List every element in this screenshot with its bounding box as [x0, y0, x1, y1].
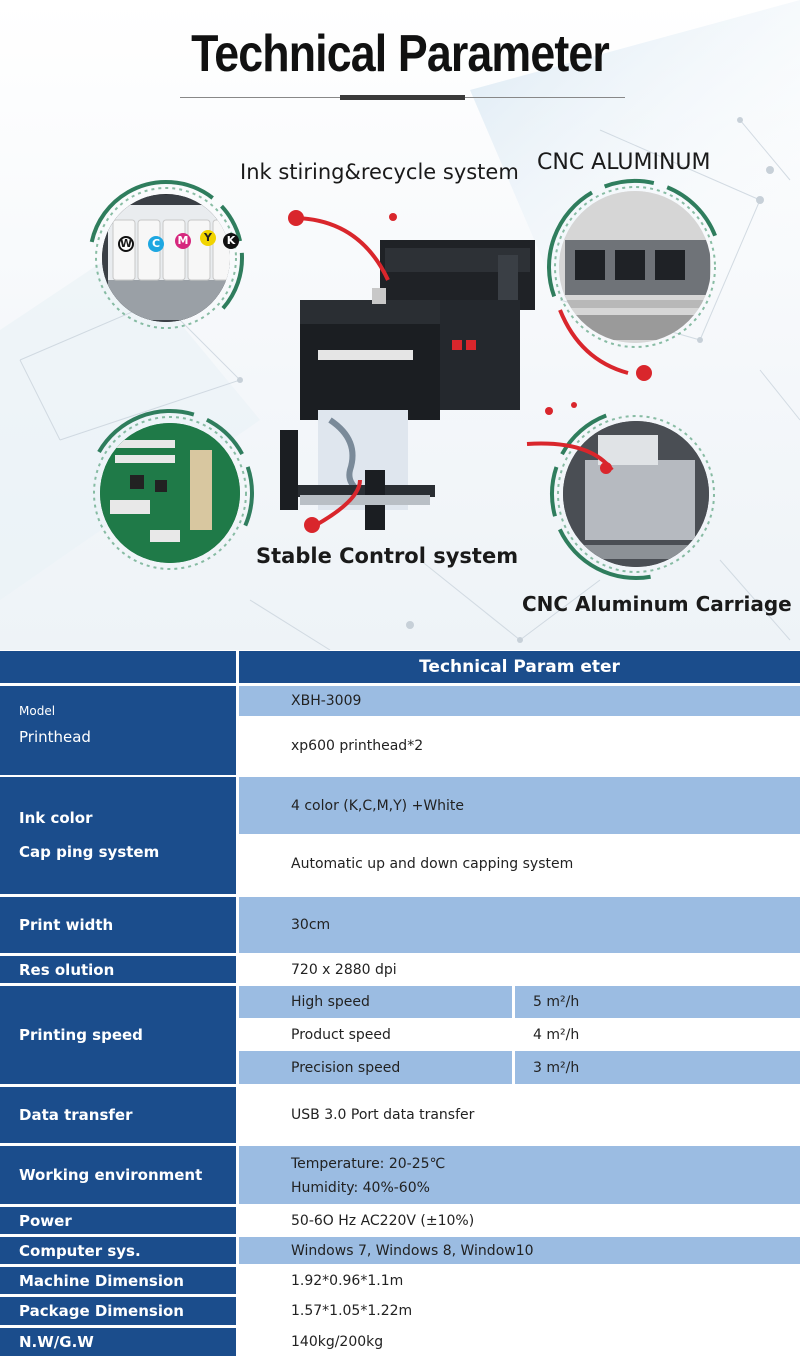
value-package-dimension: 1.57*1.05*1.22m	[239, 1297, 800, 1325]
ink-bottle-y: Y	[200, 230, 216, 246]
table-header-blank	[0, 651, 236, 683]
value-power: 50-6O Hz AC220V (±10%)	[239, 1207, 800, 1234]
callout-aluminum-carriage: CNC Aluminum Carriage	[522, 592, 792, 616]
value-computer-sys: Windows 7, Windows 8, Window10	[239, 1237, 800, 1264]
label-model: Model	[19, 704, 56, 718]
speed-rate-product: 4 m²/h	[515, 1018, 800, 1051]
value-machine-dimension: 1.92*0.96*1.1m	[239, 1267, 800, 1294]
speed-mode-high: High speed	[239, 986, 512, 1018]
label-ink-color: Ink color	[19, 809, 93, 827]
value-printhead: xp600 printhead*2	[239, 716, 800, 775]
callout-control-system: Stable Control system	[256, 544, 519, 568]
value-resolution: 720 x 2880 dpi	[239, 956, 800, 983]
value-capping: Automatic up and down capping system	[239, 834, 800, 894]
value-print-width: 30cm	[239, 897, 800, 953]
speed-mode-product: Product speed	[239, 1018, 512, 1051]
speed-mode-precision: Precision speed	[239, 1051, 512, 1084]
label-resolution: Res olution	[0, 956, 236, 983]
title-divider-accent	[340, 95, 465, 100]
value-data-transfer: USB 3.0 Port data transfer	[239, 1087, 800, 1143]
label-ink-capping: Ink color Cap ping system	[0, 777, 236, 894]
label-printing-speed: Printing speed	[0, 986, 236, 1084]
label-printhead: Printhead	[19, 728, 91, 746]
value-working-environment: Temperature: 20-25℃ Humidity: 40%-60%	[239, 1146, 800, 1204]
value-temperature: Temperature: 20-25℃	[291, 1156, 446, 1172]
value-ink-color: 4 color (K,C,M,Y) +White	[239, 777, 800, 834]
label-print-width: Print width	[0, 897, 236, 953]
label-weight: N.W/G.W	[0, 1328, 236, 1356]
ink-bottle-c: C	[148, 236, 164, 252]
label-computer-sys: Computer sys.	[0, 1237, 236, 1264]
callout-cnc-aluminum: CNC ALUMINUM	[537, 150, 711, 175]
callout-ink-system: Ink stiring&recycle system	[240, 160, 519, 184]
label-model-printhead: Model Printhead	[0, 686, 236, 775]
value-model: XBH-3009	[239, 686, 800, 716]
page-title: Technical Parameter	[191, 25, 610, 83]
speed-rate-high: 5 m²/h	[515, 986, 800, 1018]
ink-bottle-w: W	[118, 236, 134, 252]
label-machine-dimension: Machine Dimension	[0, 1267, 236, 1294]
table-title: Technical Param eter	[239, 651, 800, 683]
label-capping: Cap ping system	[19, 843, 160, 861]
ink-bottle-m: M	[175, 233, 191, 249]
spec-table: Technical Param eter Model Printhead XBH…	[0, 651, 800, 1370]
label-package-dimension: Package Dimension	[0, 1297, 236, 1325]
value-weight: 140kg/200kg	[239, 1328, 800, 1356]
label-working-environment: Working environment	[0, 1146, 236, 1204]
label-power: Power	[0, 1207, 236, 1234]
speed-rate-precision: 3 m²/h	[515, 1051, 800, 1084]
product-hero: W C M Y K Technical Parameter Ink stirin…	[0, 0, 800, 650]
printer-illustration	[280, 240, 535, 530]
ink-bottle-k: K	[223, 233, 239, 249]
value-humidity: Humidity: 40%-60%	[291, 1180, 430, 1196]
label-data-transfer: Data transfer	[0, 1087, 236, 1143]
